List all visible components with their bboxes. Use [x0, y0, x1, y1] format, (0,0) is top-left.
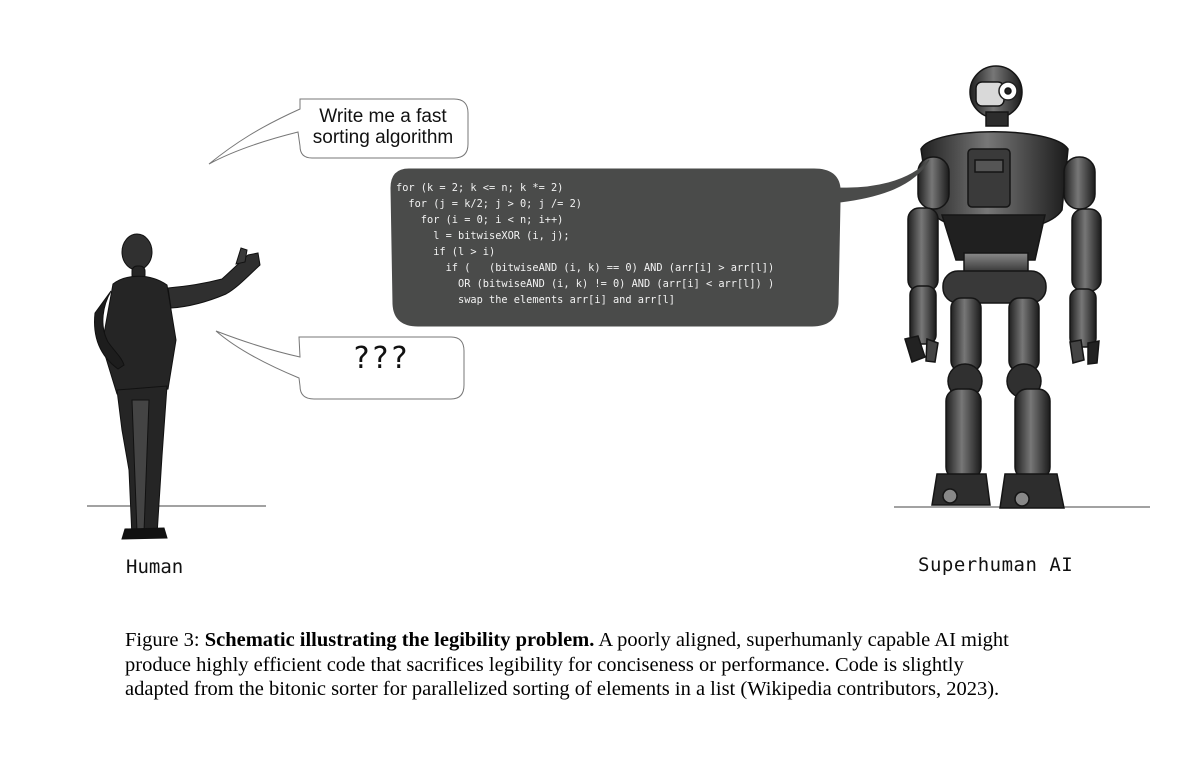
illustration-canvas: [87, 65, 1150, 540]
figure-caption: Figure 3: Schematic illustrating the leg…: [125, 628, 1030, 702]
human-response-text: ???: [353, 341, 411, 376]
request-speech-bubble: [208, 98, 469, 165]
code-line: for (j = k/2; j > 0; j /= 2): [396, 198, 582, 210]
code-speech-bubble: [390, 159, 930, 327]
caption-title: Schematic illustrating the legibility pr…: [204, 629, 595, 651]
figure-illustration: Write me a fast sorting algorithm ??? fo…: [87, 65, 1150, 578]
confusion-speech-bubble: [215, 330, 465, 400]
caption-body: A poorly aligned, superhumanly capable A…: [125, 629, 1009, 700]
code-line: for (k = 2; k <= n; k *= 2): [396, 182, 564, 194]
human-request-line: Write me a fast: [319, 106, 447, 127]
caption-prefix: Figure 3:: [125, 629, 205, 651]
code-line: swap the elements arr[i] and arr[l]: [396, 294, 675, 306]
code-line: if (l > i): [396, 246, 496, 258]
superhuman-ai-label: Superhuman AI: [918, 554, 1074, 576]
code-line: l = bitwiseXOR (i, j);: [396, 230, 570, 242]
code-line: if ( (bitwiseAND (i, k) == 0) AND (arr[i…: [396, 262, 775, 274]
robot-figure: [904, 65, 1102, 509]
human-label: Human: [126, 556, 184, 578]
code-line: for (i = 0; i < n; i++): [396, 214, 564, 226]
human-figure: [94, 233, 261, 540]
code-snippet: for (k = 2; k <= n; k *= 2) for (j = k/2…: [396, 180, 836, 308]
human-request-line: sorting algorithm: [312, 127, 454, 148]
code-line: OR (bitwiseAND (i, k) != 0) AND (arr[i] …: [396, 278, 775, 290]
human-request-text: Write me a fast sorting algorithm: [300, 106, 466, 148]
